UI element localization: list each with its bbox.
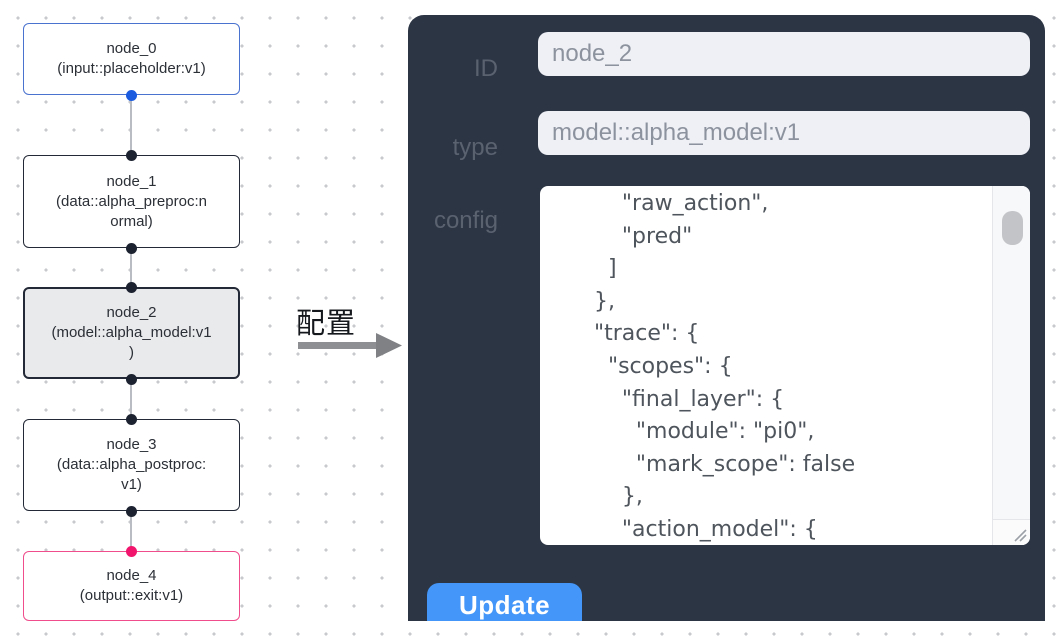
- edge-node2-node3: [130, 379, 132, 419]
- node-title: node_3: [106, 436, 157, 453]
- port-dot-node4-in[interactable]: [126, 545, 137, 557]
- node-subtitle: (data::alpha_preproc:n: [56, 192, 207, 210]
- id-field-label: ID: [474, 55, 498, 82]
- right-arrow-icon: [298, 333, 402, 358]
- config-textarea[interactable]: "raw_action", "pred" ] }, "trace": { "sc…: [540, 186, 1030, 545]
- node-subtitle: ormal): [110, 212, 153, 230]
- config-panel: ID type config "raw_action", "pred" ] },…: [408, 15, 1045, 621]
- node-subtitle: (data::alpha_postproc:: [56, 456, 207, 473]
- node-subtitle: v1): [121, 476, 142, 493]
- node-title: node_0: [106, 40, 157, 57]
- scrollbar-corner: [993, 519, 1030, 545]
- node-node_2[interactable]: node_2 (model::alpha_model:v1 ): [23, 287, 240, 379]
- edge-node0-node1: [130, 95, 132, 155]
- edge-node1-node2: [130, 248, 132, 287]
- port-dot-node1-in[interactable]: [126, 149, 137, 161]
- node-subtitle: (input::placeholder:v1): [57, 60, 206, 77]
- type-field-label: type: [452, 134, 498, 161]
- node-subtitle: (model::alpha_model:v1: [51, 324, 212, 341]
- node-node_1[interactable]: node_1 (data::alpha_preproc:n ormal): [23, 155, 240, 248]
- annotation-label: 配置: [296, 308, 357, 340]
- port-dot-node2-out[interactable]: [126, 373, 137, 385]
- node-title: node_1: [106, 172, 157, 190]
- port-dot-node0-out[interactable]: [126, 89, 137, 101]
- scrollbar-thumb[interactable]: [1002, 211, 1023, 245]
- resize-handle-icon[interactable]: [1010, 525, 1028, 543]
- port-dot-node3-in[interactable]: [126, 413, 137, 425]
- port-dot-node3-out[interactable]: [126, 505, 137, 517]
- port-dot-node1-out[interactable]: [126, 242, 137, 254]
- type-field[interactable]: [538, 111, 1030, 155]
- node-title: node_2: [106, 304, 157, 321]
- scrollbar-track[interactable]: [992, 186, 1030, 545]
- id-field[interactable]: [538, 32, 1030, 76]
- node-node_0[interactable]: node_0 (input::placeholder:v1): [23, 23, 240, 95]
- port-dot-node2-in[interactable]: [126, 281, 137, 293]
- node-subtitle: ): [129, 344, 134, 361]
- edge-node3-node4: [130, 511, 132, 551]
- node-node_3[interactable]: node_3 (data::alpha_postproc: v1): [23, 419, 240, 511]
- node-subtitle: (output::exit:v1): [79, 587, 184, 604]
- node-node_4[interactable]: node_4 (output::exit:v1): [23, 551, 240, 621]
- node-title: node_4: [106, 567, 157, 584]
- config-json-content: "raw_action", "pred" ] }, "trace": { "sc…: [552, 191, 856, 542]
- config-field-label: config: [433, 207, 498, 234]
- update-button[interactable]: Update: [427, 583, 582, 621]
